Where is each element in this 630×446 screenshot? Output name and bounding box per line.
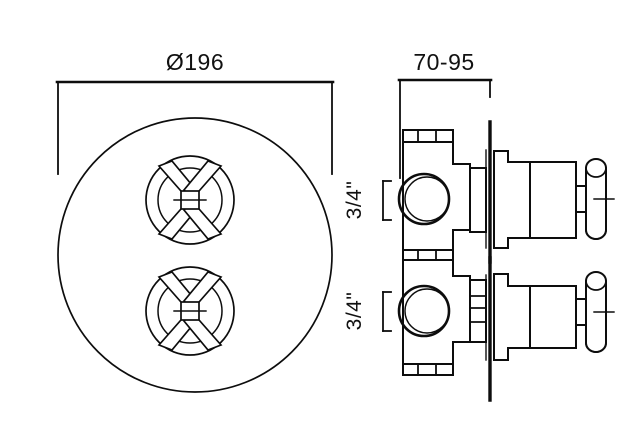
- front-view-faceplate: [57, 117, 333, 393]
- depth-dimension-group: 70-95: [397, 49, 493, 179]
- valve-lower-port-inner: [404, 288, 450, 334]
- handle-lower-arm-ne: [182, 270, 223, 312]
- valve-lower-spindle-barrel: [529, 285, 577, 349]
- valve-upper-sleeve: [493, 150, 531, 249]
- valve-upper-body: [402, 141, 471, 251]
- handle-upper-inner-ring: [157, 167, 223, 233]
- valve-upper-spindle-barrel: [529, 161, 577, 239]
- valve-mid-connector-cap: [402, 249, 454, 261]
- faceplate-outer-circle: [57, 117, 333, 393]
- diameter-dimension-group: Ø196: [55, 49, 335, 175]
- valve-upper-port-inner: [404, 176, 450, 222]
- depth-dimension-label: 70-95: [413, 49, 474, 75]
- side-valve-upper: [397, 120, 615, 264]
- valve-lower-collar: [469, 279, 487, 343]
- handle-upper-cross-arms: [157, 159, 223, 241]
- valve-lower-handle-side: [585, 271, 615, 353]
- valve-upper-top-cap: [402, 129, 454, 143]
- front-handle-upper: [145, 155, 235, 245]
- side-valve-midsection: [402, 249, 454, 261]
- valve-lower-bottom-cap: [402, 363, 454, 376]
- valve-upper-handle-cap-top: [585, 167, 607, 178]
- front-handle-lower: [145, 266, 235, 356]
- handle-lower-inner-ring: [157, 278, 223, 344]
- handle-lower-arm-se: [182, 310, 223, 352]
- valve-lower-sleeve: [493, 273, 531, 361]
- valve-lower-body: [402, 259, 471, 365]
- handle-lower-cross-arms: [157, 270, 223, 352]
- valve-upper-handle-side: [585, 158, 615, 240]
- side-valve-lower: [397, 256, 615, 402]
- valve-lower-handle-cap-bottom: [585, 342, 607, 353]
- handle-upper-arm-se: [182, 199, 223, 241]
- valve-upper-handle-cap-bottom: [585, 229, 607, 240]
- valve-lower-handle-cap-top: [585, 280, 607, 291]
- valve-upper-collar: [469, 167, 487, 233]
- inlet-top-dimension-label: 3/4": [343, 181, 366, 220]
- handle-upper-arm-ne: [182, 159, 223, 201]
- side-section-view: [397, 120, 615, 402]
- inlet-top-dimension-group: 3/4": [343, 180, 392, 221]
- inlet-bottom-dimension-label: 3/4": [343, 292, 366, 331]
- diameter-dimension-label: Ø196: [166, 49, 224, 75]
- inlet-bottom-dimension-group: 3/4": [343, 291, 392, 332]
